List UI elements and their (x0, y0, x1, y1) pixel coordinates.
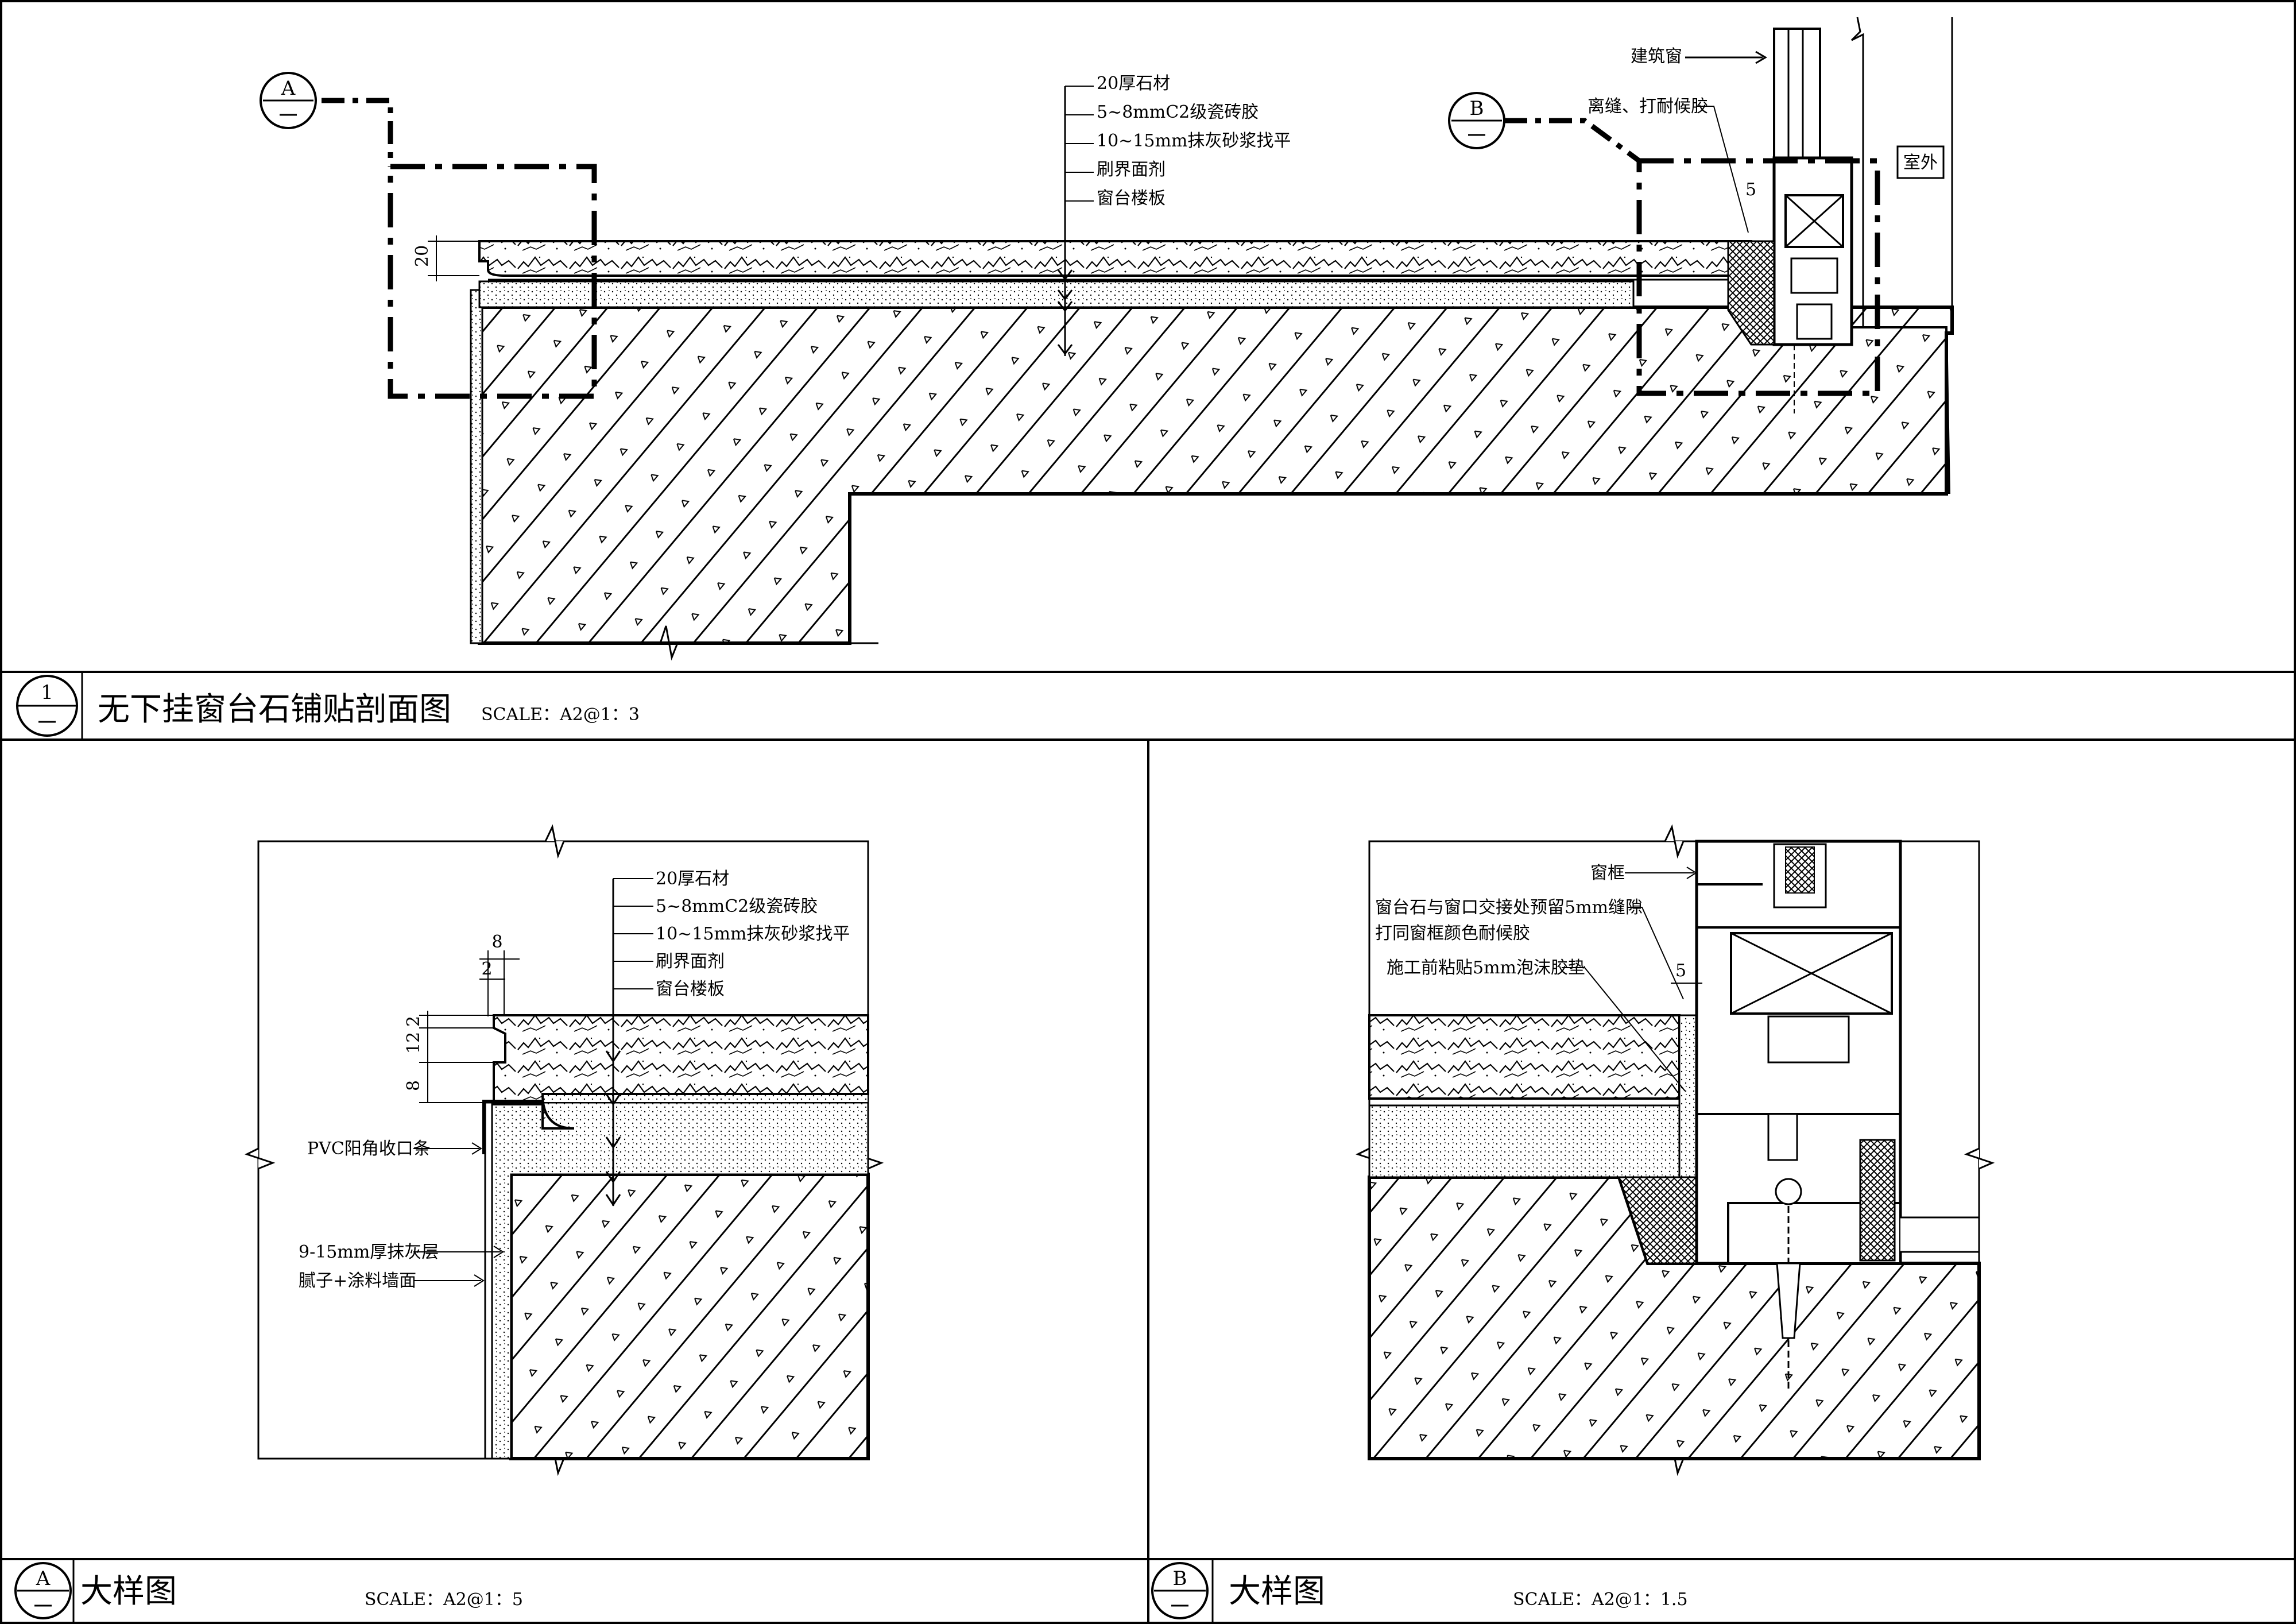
detail-a-slab (509, 1173, 870, 1460)
callout-b-leader (1504, 118, 1641, 163)
detail-a-scale: SCALE：A2@1：5 (365, 1590, 523, 1610)
section-scale: SCALE：A2@1：3 (481, 705, 640, 725)
detail-a-break-left (245, 1147, 276, 1170)
detail-a-break-top (544, 824, 565, 859)
section-title: 无下挂窗台石铺贴剖面图 (98, 691, 451, 728)
gap-note-line-1: 窗台石与窗口交接处预留5mm缝隙 (1375, 898, 1643, 918)
sealant-leader (1697, 106, 1749, 233)
detail-b-bubble-letter: B (1173, 1567, 1187, 1590)
foam-pad-label: 施工前粘贴5mm泡沫胶垫 (1387, 958, 1585, 978)
detail-a-dim-12: 12 (404, 1032, 424, 1054)
exterior-tag (1896, 145, 1945, 179)
callout-a-leader (322, 98, 393, 167)
window-sill-slab (478, 306, 1954, 645)
main-title-block: 1 无下挂窗台石铺贴剖面图 SCALE：A2@1：3 (16, 672, 640, 740)
sill-stone (478, 240, 1752, 277)
plaster-layer-arrow (413, 1246, 504, 1258)
layers-arrows (1057, 269, 1073, 355)
main-section: 20 A 20厚石材 5~8mmC2级瓷砖胶 10~15mm抹灰砂浆找平 刷界面… (260, 17, 1954, 661)
window-frame-arrow (1625, 867, 1697, 879)
detail-b: 窗框 窗台石与窗口交接处预留5mm缝隙 打同窗框颜色耐候胶 施工前粘贴5mm泡沫… (1356, 824, 1995, 1476)
detail-b-break-top (1664, 824, 1685, 859)
dim-5-main: 5 (1745, 180, 1756, 200)
detail-a-layer-arrows (605, 1050, 621, 1207)
detail-a-title: 大样图 (80, 1573, 177, 1610)
detail-a-bubble-letter: A (36, 1567, 51, 1590)
pvc-strip-label: PVC阳角收口条 (307, 1139, 431, 1159)
detail-b-dim-5: 5 (1675, 961, 1686, 981)
callout-b-letter: B (1470, 97, 1484, 120)
gap-note-line-2: 打同窗框颜色耐候胶 (1375, 923, 1530, 944)
window-frame-detail (1695, 840, 1980, 1390)
pvc-strip-arrow (413, 1142, 482, 1155)
detail-a-wall-plaster (484, 1101, 493, 1460)
dim-20-text: 20 (412, 245, 432, 267)
detail-a-dim-8-top: 8 (491, 932, 502, 952)
layer-label-1: 20厚石材 (1097, 74, 1170, 94)
detail-a-title-block: A 大样图 SCALE：A2@1：5 (14, 1559, 523, 1624)
window-frame-label: 窗框 (1590, 863, 1625, 883)
detail-a: 20厚石材 5~8mmC2级瓷砖胶 10~15mm抹灰砂浆找平 刷界面剂 窗台楼… (245, 824, 884, 1476)
section-number: 1 (41, 681, 53, 704)
foam-pad-leader (1562, 967, 1686, 1092)
putty-paint-arrow (413, 1274, 485, 1287)
detail-b-break-right (1964, 1147, 1995, 1170)
window-frame-main (1727, 28, 1950, 494)
callout-a-boundary (388, 164, 597, 399)
foam-pad (1678, 1014, 1698, 1183)
break-line-bottom (471, 625, 878, 661)
detail-a-dim-2-top: 2 (481, 959, 492, 979)
gap-note-leader (1628, 907, 1684, 1000)
detail-a-layer-2: 5~8mmC2级瓷砖胶 (656, 896, 818, 917)
mortar-screed-layer (478, 280, 1635, 308)
detail-a-dim-8-side: 8 (404, 1080, 424, 1091)
window-label-arrow (1685, 51, 1767, 64)
detail-a-layer-4: 刷界面剂 (656, 952, 725, 972)
detail-b-title: 大样图 (1229, 1573, 1325, 1610)
detail-a-adhesive (542, 1093, 869, 1103)
detail-b-scale: SCALE：A2@1：1.5 (1513, 1590, 1688, 1610)
exterior-label: 室外 (1903, 153, 1938, 173)
callout-a-letter: A (281, 77, 296, 100)
sealant-label: 离缝、打耐候胶 (1588, 96, 1708, 117)
layer-label-4: 刷界面剂 (1097, 160, 1166, 180)
detail-a-layer-5: 窗台楼板 (656, 979, 725, 999)
exterior-wall-line (1850, 17, 1864, 327)
detail-a-dim-2-side: 2 (404, 1016, 424, 1027)
putty-paint-label: 腻子+涂料墙面 (299, 1271, 416, 1291)
detail-b-title-block: B 大样图 SCALE：A2@1：1.5 (1151, 1559, 1688, 1624)
window-label: 建筑窗 (1631, 47, 1682, 67)
detail-b-screed (1368, 1104, 1681, 1178)
layer-label-3: 10~15mm抹灰砂浆找平 (1097, 131, 1291, 151)
detail-b-stone (1368, 1014, 1681, 1100)
wall-plaster-layer (470, 289, 483, 644)
detail-a-layer-3: 10~15mm抹灰砂浆找平 (656, 924, 850, 944)
layer-label-2: 5~8mmC2级瓷砖胶 (1097, 102, 1259, 122)
layer-label-5: 窗台楼板 (1097, 188, 1166, 208)
detail-a-layer-1: 20厚石材 (656, 869, 729, 889)
